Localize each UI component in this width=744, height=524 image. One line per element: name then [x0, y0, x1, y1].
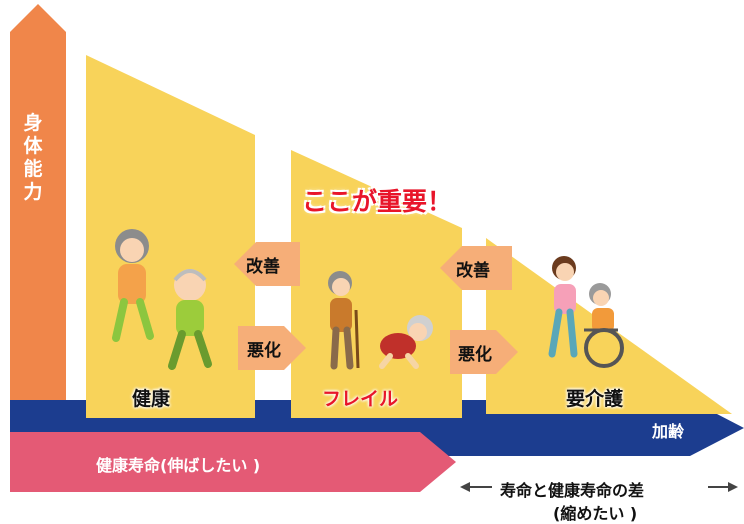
stage-care-required: 要介護 [566, 388, 624, 410]
healthy-panel [86, 55, 255, 418]
healthy-life-arrow [10, 432, 456, 492]
aging-label: 加齢 [652, 422, 685, 441]
physical-ability-axis [10, 4, 66, 420]
improve-label-1: 改善 [246, 257, 280, 277]
gap-label: 寿命と健康寿命の差 [500, 481, 645, 500]
important-callout: ここが重要！ [302, 187, 453, 216]
gap-double-arrow [460, 482, 738, 492]
worsen-label-2: 悪化 [458, 345, 492, 365]
worsen-label-1: 悪化 [247, 341, 281, 361]
improve-arrow-1 [234, 242, 300, 286]
improve-label-2: 改善 [456, 261, 490, 281]
healthy-elderly-illustration [112, 229, 212, 370]
stage-healthy: 健康 [132, 388, 171, 410]
care-wheelchair-illustration [548, 256, 624, 368]
physical-ability-label: 身体能力 [23, 112, 43, 203]
worsen-arrow-2 [450, 330, 518, 374]
stage-frailty: フレイル [322, 388, 399, 410]
frail-elderly-illustration [328, 271, 433, 370]
worsen-arrow-1 [238, 326, 306, 370]
healthy-life-label: 健康寿命(伸ばしたい ) [96, 456, 261, 475]
gap-note: (縮めたい ) [553, 504, 638, 523]
improve-arrow-2 [440, 246, 512, 290]
